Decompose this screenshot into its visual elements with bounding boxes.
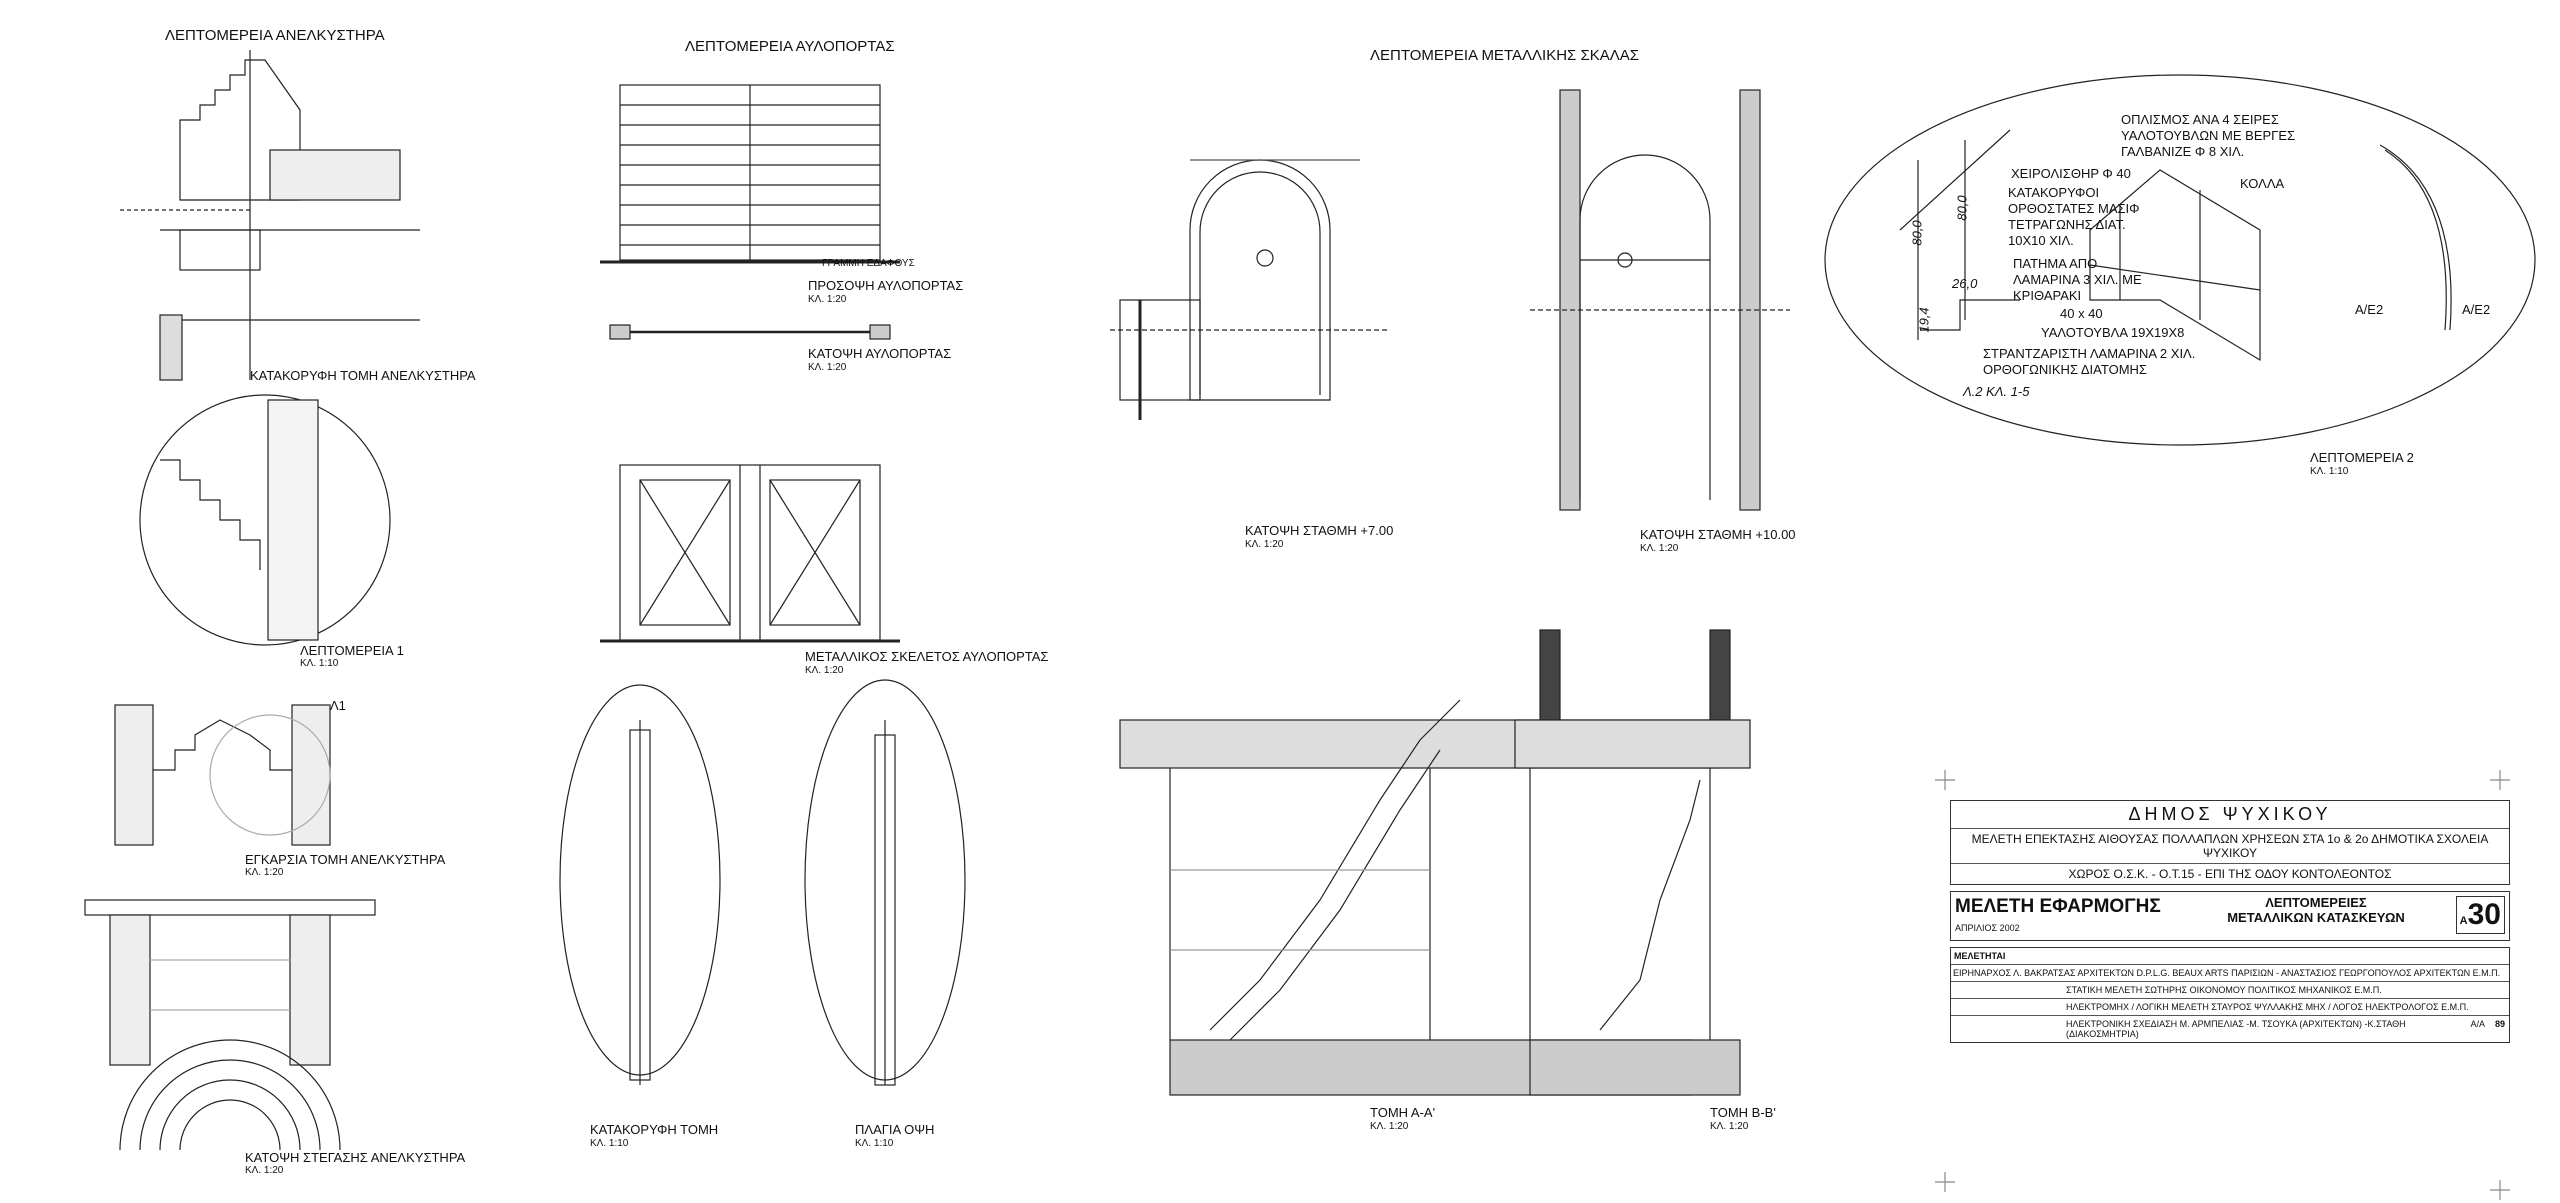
gate-vsection-scale: ΚΛ. 1:10 bbox=[590, 1138, 629, 1149]
gate-plan-scale: ΚΛ. 1:20 bbox=[808, 362, 847, 373]
stair-plan-10-drawing bbox=[1530, 89, 1790, 511]
sheet-number: 30 bbox=[2467, 898, 2501, 931]
dim-19-4: 19,4 bbox=[1916, 307, 1932, 333]
stair-plan10-scale: ΚΛ. 1:20 bbox=[1640, 543, 1679, 554]
project-location: ΧΩΡΟΣ Ο.Σ.Κ. - Ο.Τ.15 - ΕΠΙ ΤΗΣ ΟΔΟΥ ΚΟΝ… bbox=[2068, 867, 2392, 881]
stair-plan-7-drawing bbox=[1110, 159, 1390, 420]
detail2-scale: ΚΛ. 1:10 bbox=[2310, 466, 2349, 477]
note-tread: ΠΑΤΗΜΑ ΑΠΟ ΛΑΜΑΡΙΝΑ 3 ΧΙΛ. ΜΕ ΚΡΙΘΑΡΑΚΙ bbox=[2013, 256, 2142, 303]
team-line-3: ΗΛΕΚΤΡΟΜΗΧ / ΛΟΓΙΚΗ ΜΕΛΕΤΗ ΣΤΑΥΡΟΣ ΨΥΛΛΑ… bbox=[1951, 999, 2509, 1016]
team-line-1: ΕΙΡΗΝΑΡΧΟΣ Λ. ΒΑΚΡΑΤΣΑΣ ΑΡΧΙΤΕΚΤΩΝ D.P.L… bbox=[1951, 965, 2509, 982]
registration-marks bbox=[1935, 770, 2510, 1200]
section-mark-2: Α/Ε2 bbox=[2462, 302, 2491, 317]
gate-vsection-caption: ΚΑΤΑΚΟΡΥΦΗ ΤΟΜΗ bbox=[590, 1122, 719, 1137]
note-profile: 40 x 40 bbox=[2060, 306, 2103, 321]
gate-title: ΛΕΠΤΟΜΕΡΕΙΑ ΑΥΛΟΠΟΡΤΑΣ bbox=[685, 38, 895, 55]
detail1-marker: Λ1 bbox=[330, 698, 346, 713]
team-line-2: ΣΤΑΤΙΚΗ ΜΕΛΕΤΗ ΣΩΤΗΡΗΣ ΟΙΚΟΝΟΜΟΥ ΠΟΛΙΤΙΚ… bbox=[1951, 982, 2509, 999]
gate-plan-caption: ΚΑΤΟΨΗ ΑΥΛΟΠΟΡΤΑΣ bbox=[808, 346, 952, 361]
detail1-caption: ΛΕΠΤΟΜΕΡΕΙΑ 1 bbox=[300, 643, 404, 658]
gate-vertical-section-drawing bbox=[559, 684, 721, 1085]
gate-side-view-drawing bbox=[804, 679, 966, 1086]
team-label: ΜΕΛΕΤΗΤΑΙ bbox=[1951, 948, 2509, 965]
note-reinforcement: ΟΠΛΙΣΜΟΣ ΑΝΑ 4 ΣΕΙΡΕΣ ΥΑΛΟΤΟΥΒΛΩΝ ΜΕ ΒΕΡ… bbox=[2121, 112, 2296, 159]
drawing-title-1: ΛΕΠΤΟΜΕΡΕΙΕΣ bbox=[2265, 895, 2367, 910]
note-handrail: ΧΕΙΡΟΛΙΣΘΗΡ Φ 40 bbox=[2011, 166, 2131, 181]
note-glue: ΚΟΛΛΑ bbox=[2240, 176, 2285, 191]
elevator-cross-section-drawing bbox=[114, 704, 331, 846]
note-posts: ΚΑΤΑΚΟΡΥΦΟΙ ΟΡΘΟΣΤΑΤΕΣ ΜΑΣΙΦ ΤΕΤΡΑΓΩΝΗΣ … bbox=[2008, 185, 2140, 248]
note-ref: Λ.2 ΚΛ. 1-5 bbox=[1963, 384, 2030, 399]
detail1-drawing bbox=[139, 394, 391, 646]
date: ΑΠΡΙΛΙΟΣ 2002 bbox=[1955, 923, 2020, 933]
note-stringer: ΣΤΡΑΝΤΖΑΡΙΣΤΗ ΛΑΜΑΡΙΝΑ 2 ΧΙΛ. ΟΡΘΟΓΩΝΙΚΗ… bbox=[1983, 346, 2196, 377]
gate-facade-caption: ΠΡΟΣΟΨΗ ΑΥΛΟΠΟΡΤΑΣ bbox=[808, 278, 964, 293]
detail2-drawing bbox=[1824, 74, 2536, 446]
elevator-vertical-section bbox=[120, 50, 420, 381]
team-line-4: ΗΛΕΚΤΡΟΝΙΚΗ ΣΧΕΔΙΑΣΗ Μ. ΑΡΜΠΕΛΙΑΣ -Μ. ΤΣ… bbox=[2066, 1019, 2406, 1039]
gate-side-caption: ΠΛΑΓΙΑ ΟΨΗ bbox=[855, 1122, 935, 1137]
stair-section-b-drawing bbox=[1514, 629, 1751, 1096]
gate-frame-caption: ΜΕΤΑΛΛΙΚΟΣ ΣΚΕΛΕΤΟΣ ΑΥΛΟΠΟΡΤΑΣ bbox=[805, 649, 1049, 664]
municipality: ΔΗΜΟΣ ΨΥΧΙΚΟΥ bbox=[1951, 801, 2509, 829]
stair-plan7-caption: ΚΑΤΟΨΗ ΣΤΑΘΜΗ +7.00 bbox=[1245, 523, 1394, 538]
stair-secB-scale: ΚΛ. 1:20 bbox=[1710, 1121, 1749, 1132]
detail1-scale: ΚΛ. 1:10 bbox=[300, 658, 339, 669]
title-block: ΔΗΜΟΣ ΨΥΧΙΚΟΥ ΜΕΛΕΤΗ ΕΠΕΚΤΑΣΗΣ ΑΙΘΟΥΣΑΣ … bbox=[1950, 800, 2510, 1043]
drawing-title-2: ΜΕΤΑΛΛΙΚΩΝ ΚΑΤΑΣΚΕΥΩΝ bbox=[2227, 910, 2405, 925]
stair-secB-caption: ΤΟΜΗ Β-Β' bbox=[1710, 1105, 1776, 1120]
cross-section-caption: ΕΓΚΑΡΣΙΑ ΤΟΜΗ ΑΝΕΛΚΥΣΤΗΡΑ bbox=[245, 852, 446, 867]
elevator-roof-plan-drawing bbox=[84, 899, 376, 1151]
stair-plan10-caption: ΚΑΤΟΨΗ ΣΤΑΘΜΗ +10.00 bbox=[1640, 527, 1796, 542]
gate-plan-drawing bbox=[609, 324, 891, 340]
stair-title: ΛΕΠΤΟΜΕΡΕΙΑ ΜΕΤΑΛΛΙΚΗΣ ΣΚΑΛΑΣ bbox=[1370, 47, 1640, 64]
sheet-prefix: Α bbox=[2459, 915, 2468, 927]
aa-number: 89 bbox=[2494, 1019, 2505, 1029]
elevator-vertical-section-caption: ΚΑΤΑΚΟΡΥΦΗ ΤΟΜΗ ΑΝΕΛΚΥΣΤΗΡΑ bbox=[250, 368, 476, 383]
project-name: ΜΕΛΕΤΗ ΕΠΕΚΤΑΣΗΣ ΑΙΘΟΥΣΑΣ ΠΟΛΛΑΠΛΩΝ ΧΡΗΣ… bbox=[1951, 829, 2509, 864]
gate-ground-line: ΓΡΑΜΜΗ ΕΔΑΦΟΥΣ bbox=[822, 258, 915, 269]
elevator-title: ΛΕΠΤΟΜΕΡΕΙΑ ΑΝΕΛΚΥΣΤΗΡΑ bbox=[165, 27, 385, 44]
aa-label: Α/Α bbox=[2470, 1019, 2485, 1029]
roof-plan-scale: ΚΛ. 1:20 bbox=[245, 1165, 284, 1176]
gate-facade-scale: ΚΛ. 1:20 bbox=[808, 294, 847, 305]
stair-secA-scale: ΚΛ. 1:20 bbox=[1370, 1121, 1409, 1132]
detail2-caption: ΛΕΠΤΟΜΕΡΕΙΑ 2 bbox=[2310, 450, 2414, 465]
dim-80-a: 80,0 bbox=[1909, 220, 1925, 246]
roof-plan-caption: ΚΑΤΟΨΗ ΣΤΕΓΑΣΗΣ ΑΝΕΛΚΥΣΤΗΡΑ bbox=[245, 1150, 466, 1165]
stair-secA-caption: ΤΟΜΗ Α-Α' bbox=[1370, 1105, 1436, 1120]
dim-26: 26,0 bbox=[1952, 276, 1978, 291]
cross-section-scale: ΚΛ. 1:20 bbox=[245, 867, 284, 878]
note-glassblock: ΥΑΛΟΤΟΥΒΛΑ 19Χ19Χ8 bbox=[2041, 325, 2185, 340]
stair-plan7-scale: ΚΛ. 1:20 bbox=[1245, 539, 1284, 550]
gate-frame-scale: ΚΛ. 1:20 bbox=[805, 665, 844, 676]
gate-facade-drawing bbox=[600, 84, 900, 264]
study-type: ΜΕΛΕΤΗ ΕΦΑΡΜΟΓΗΣ bbox=[1955, 896, 2161, 917]
gate-frame-drawing bbox=[600, 464, 900, 643]
section-mark-1: Α/Ε2 bbox=[2355, 302, 2384, 317]
gate-side-scale: ΚΛ. 1:10 bbox=[855, 1138, 894, 1149]
dim-80-b: 80,0 bbox=[1954, 195, 1970, 221]
